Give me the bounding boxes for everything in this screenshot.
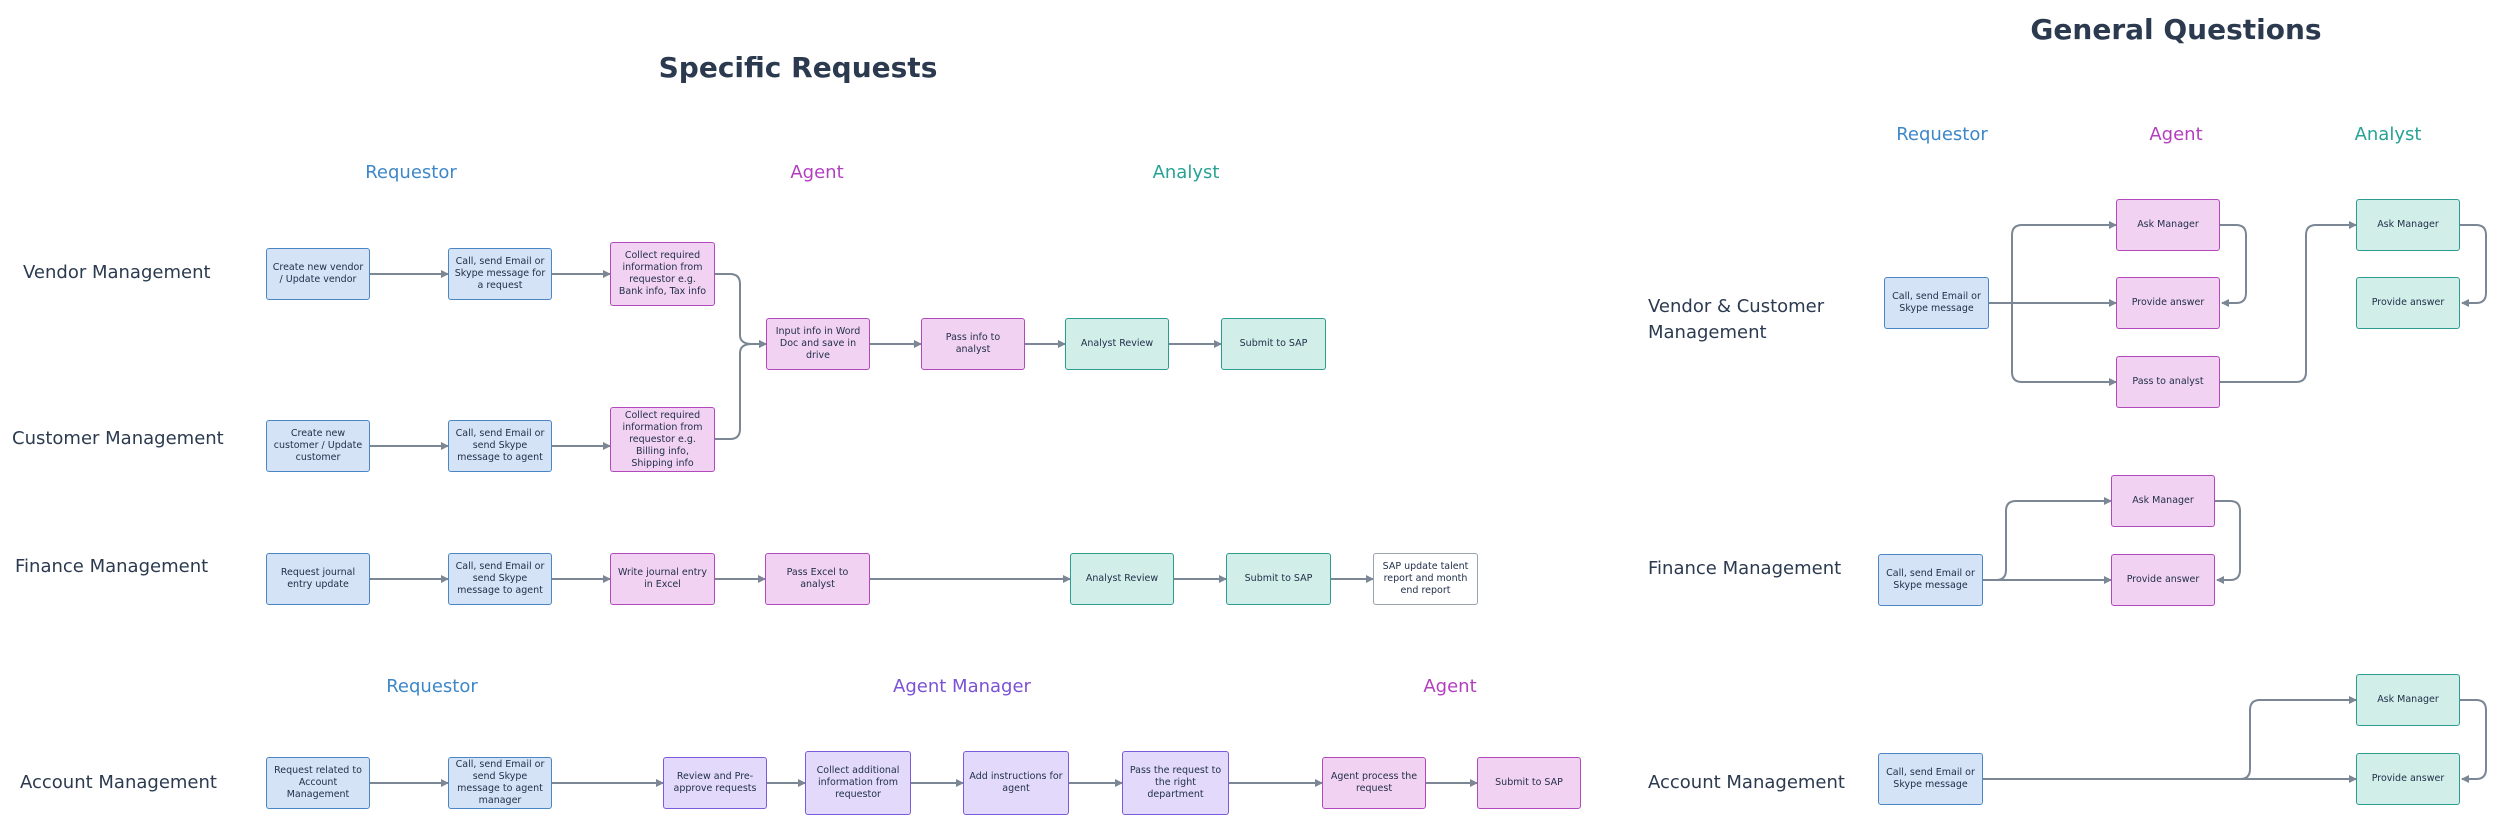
flow-step-submit-to-sap: Submit to SAP <box>1221 318 1326 370</box>
column-header-requestor: Requestor <box>365 162 457 183</box>
row-label-account-management: Account Management <box>1648 772 1845 793</box>
connector <box>2220 221 2357 383</box>
flow-step-create-customer: Create new customer / Update customer <box>266 420 370 472</box>
section-title-general-questions: General Questions <box>2030 13 2322 46</box>
row-label-customer-management: Customer Management <box>12 428 224 449</box>
flow-step-write-journal-entry: Write journal entry in Excel <box>610 553 715 605</box>
flow-step-ask-manager: Ask Manager <box>2356 199 2460 251</box>
flow-step-provide-answer: Provide answer <box>2116 277 2220 329</box>
flow-step-ask-manager: Ask Manager <box>2111 475 2215 527</box>
flow-step-sap-update-report: SAP update talent report and month end r… <box>1373 553 1478 605</box>
column-header-agent: Agent <box>790 162 844 183</box>
flow-step-create-vendor: Create new vendor / Update vendor <box>266 248 370 300</box>
flow-step-submit-to-sap: Submit to SAP <box>1226 553 1331 605</box>
connector <box>2215 500 2241 584</box>
flow-step-request-journal-entry: Request journal entry update <box>266 553 370 605</box>
flow-step-agent-process: Agent process the request <box>1322 757 1426 809</box>
flow-step-pass-to-department: Pass the request to the right department <box>1122 751 1229 815</box>
column-header-analyst: Analyst <box>1152 162 1220 183</box>
flow-step-analyst-review: Analyst Review <box>1070 553 1174 605</box>
connector <box>715 340 767 440</box>
flow-step-input-info: Input info in Word Doc and save in drive <box>766 318 870 370</box>
flow-step-contact-agent: Call, send Email or send Skype message t… <box>448 553 552 605</box>
flow-step-contact-agent: Call, send Email or Skype message <box>1878 554 1983 606</box>
column-header-agent-manager: Agent Manager <box>893 676 1031 697</box>
flow-step-submit-to-sap: Submit to SAP <box>1477 757 1581 809</box>
flow-step-pass-excel-to-analyst: Pass Excel to analyst <box>765 553 870 605</box>
column-header-requestor: Requestor <box>1896 124 1988 145</box>
connector <box>715 273 767 348</box>
flow-step-provide-answer: Provide answer <box>2111 554 2215 606</box>
connector <box>1983 497 2112 581</box>
flow-step-contact-agent: Call, send Email or Skype message <box>1878 753 1983 805</box>
flow-step-pass-to-analyst: Pass to analyst <box>2116 356 2220 408</box>
connector <box>1989 302 2117 386</box>
connector <box>1989 221 2117 304</box>
flow-step-review-preapprove: Review and Pre-approve requests <box>663 757 767 809</box>
flow-step-provide-answer: Provide answer <box>2356 753 2460 805</box>
flow-step-ask-manager: Ask Manager <box>2356 674 2460 726</box>
flow-step-account-request: Request related to Account Management <box>266 757 370 809</box>
section-title-specific-requests: Specific Requests <box>658 51 938 84</box>
flow-step-provide-answer: Provide answer <box>2356 277 2460 329</box>
flow-step-add-instructions: Add instructions for agent <box>963 751 1069 815</box>
row-label-vendor-customer-management: Vendor & Customer Management <box>1648 296 1825 343</box>
connector <box>2460 224 2487 307</box>
column-header-requestor: Requestor <box>386 676 478 697</box>
row-label-account-management: Account Management <box>20 772 217 793</box>
row-label-vendor-management: Vendor Management <box>23 262 211 283</box>
flow-step-collect-vendor-info: Collect required information from reques… <box>610 242 715 306</box>
connector <box>2220 224 2247 307</box>
flow-step-contact-agent: Call, send Email or send Skype message t… <box>448 420 552 472</box>
column-header-agent: Agent <box>1423 676 1477 697</box>
connector <box>2460 699 2487 783</box>
connector <box>2239 696 2357 780</box>
flow-step-collect-customer-info: Collect required information from reques… <box>610 407 715 472</box>
column-header-agent: Agent <box>2149 124 2203 145</box>
column-header-analyst: Analyst <box>2354 124 2422 145</box>
flow-step-ask-manager: Ask Manager <box>2116 199 2220 251</box>
flow-step-contact-agent: Call, send Email or Skype message for a … <box>448 248 552 300</box>
flow-step-analyst-review: Analyst Review <box>1065 318 1169 370</box>
row-label-finance-management: Finance Management <box>1648 558 1842 579</box>
flow-step-contact-agent-manager: Call, send Email or send Skype message t… <box>448 757 552 809</box>
row-label-finance-management: Finance Management <box>15 556 209 577</box>
flow-step-collect-additional-info: Collect additional information from requ… <box>805 751 911 815</box>
flow-step-pass-to-analyst: Pass info to analyst <box>921 318 1025 370</box>
flow-step-contact-agent: Call, send Email or Skype message <box>1884 277 1989 329</box>
